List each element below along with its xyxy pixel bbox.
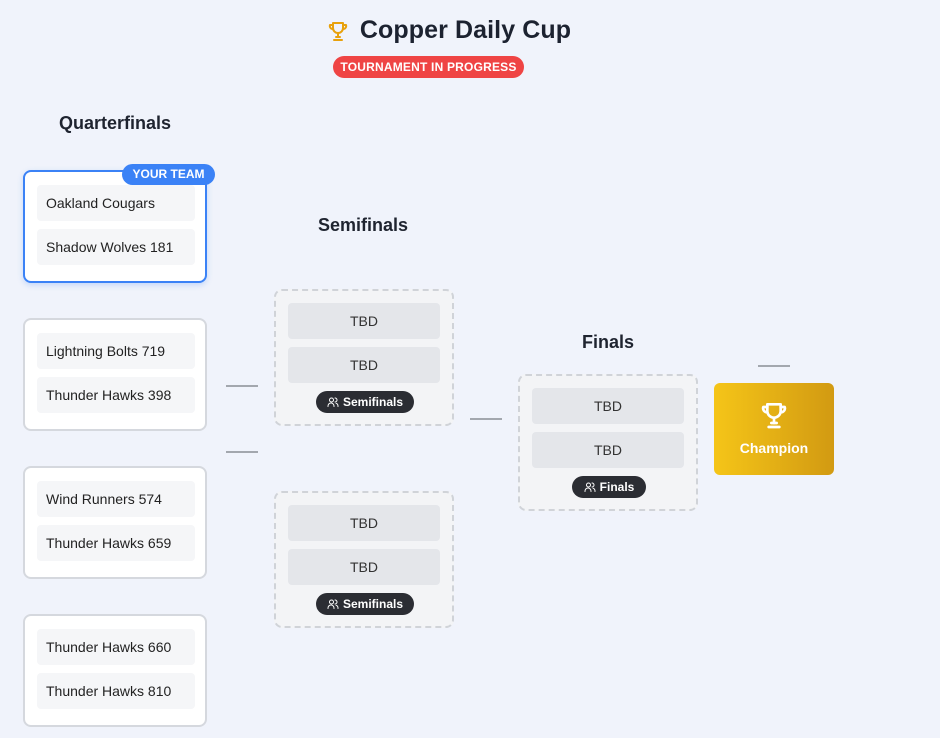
your-team-badge: YOUR TEAM [122, 164, 215, 185]
team-row[interactable]: Thunder Hawks 810 [37, 673, 195, 709]
quarterfinal-match-1[interactable]: Oakland Cougars Shadow Wolves 181 [23, 170, 207, 283]
users-icon [327, 599, 339, 609]
team-slot: TBD [288, 303, 440, 339]
header: Copper Daily Cup [0, 16, 940, 48]
team-row[interactable]: Lightning Bolts 719 [37, 333, 195, 369]
team-slot: TBD [532, 432, 684, 468]
bracket-connector [758, 365, 790, 367]
users-icon [327, 397, 339, 407]
semifinal-match-1[interactable]: TBD TBD Semifinals [274, 289, 454, 426]
quarterfinal-match-2[interactable]: Lightning Bolts 719 Thunder Hawks 398 [23, 318, 207, 431]
round-pill: Finals [572, 476, 646, 498]
team-slot: TBD [288, 549, 440, 585]
round-pill-label: Semifinals [342, 395, 404, 409]
finals-match[interactable]: TBD TBD Finals [518, 374, 698, 511]
team-row[interactable]: Shadow Wolves 181 [37, 229, 195, 265]
trophy-icon [761, 403, 787, 429]
bracket-connector [226, 451, 258, 453]
page-title: Copper Daily Cup [359, 16, 572, 44]
team-slot: TBD [288, 347, 440, 383]
team-row[interactable]: Thunder Hawks 659 [37, 525, 195, 561]
bracket-connector [470, 418, 502, 420]
round-title-quarterfinals: Quarterfinals [59, 113, 172, 133]
team-row[interactable]: Oakland Cougars [37, 185, 195, 221]
round-title-semifinals: Semifinals [318, 215, 409, 235]
round-pill-label: Semifinals [342, 597, 404, 611]
semifinal-match-2[interactable]: TBD TBD Semifinals [274, 491, 454, 628]
trophy-icon [326, 19, 350, 43]
round-pill: Semifinals [316, 593, 414, 615]
users-icon [584, 482, 596, 492]
team-slot: TBD [288, 505, 440, 541]
bracket-connector [226, 385, 258, 387]
champion-box: Champion [714, 383, 834, 475]
team-row[interactable]: Wind Runners 574 [37, 481, 195, 517]
team-slot: TBD [532, 388, 684, 424]
team-row[interactable]: Thunder Hawks 660 [37, 629, 195, 665]
round-pill: Semifinals [316, 391, 414, 413]
status-badge: TOURNAMENT IN PROGRESS [333, 56, 524, 78]
quarterfinal-match-3[interactable]: Wind Runners 574 Thunder Hawks 659 [23, 466, 207, 579]
team-row[interactable]: Thunder Hawks 398 [37, 377, 195, 413]
round-title-finals: Finals [582, 332, 635, 352]
champion-label: Champion [739, 440, 809, 456]
quarterfinal-match-4[interactable]: Thunder Hawks 660 Thunder Hawks 810 [23, 614, 207, 727]
round-pill-label: Finals [599, 480, 635, 494]
